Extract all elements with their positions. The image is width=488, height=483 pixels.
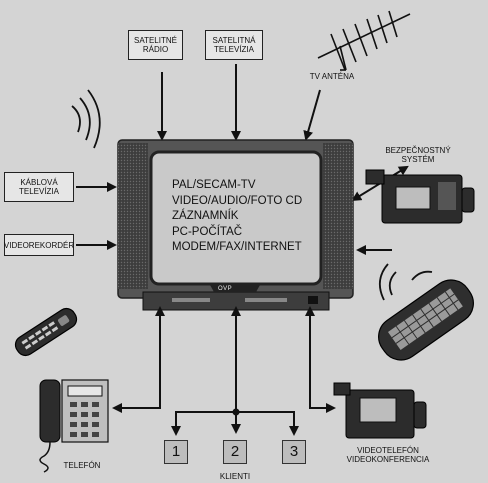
tv-base (142, 291, 330, 311)
satellite-tv-box: SATELITNÁ TELEVÍZIA (205, 30, 263, 60)
tv-screen-text: PAL/SECAM-TV VIDEO/AUDIO/FOTO CD ZÁZNAMN… (172, 178, 302, 256)
videophone-line-2: VIDEOKONFERENCIA (346, 455, 430, 464)
client-1-box: 1 (164, 440, 188, 464)
screen-line-media: VIDEO/AUDIO/FOTO CD (172, 194, 303, 207)
video-camera-icon (333, 382, 427, 439)
videophone-line-1: VIDEOTELEFÓN (357, 446, 419, 455)
screen-line-modem: MODEM/FAX/INTERNET (172, 241, 302, 253)
cable-tv-box: KÁBLOVÁ TELEVÍZIA (4, 172, 74, 202)
clients-label: KLIENTI (219, 472, 251, 481)
client-3-box: 3 (282, 440, 306, 464)
video-recorder-label: VIDEOREKORDÉR (3, 240, 75, 250)
satellite-radio-line-2: RÁDIO (142, 45, 169, 54)
satellite-radio-line-1: SATELITNÉ (134, 36, 177, 45)
security-line-1: BEZPEČNOSTNÝ (385, 146, 451, 155)
security-camera-icon (365, 169, 475, 224)
satellite-tv-line-1: SATELITNÁ (212, 36, 256, 45)
telephone-icon (39, 379, 109, 473)
tv-screen (149, 150, 323, 286)
arrow-telephone (112, 306, 165, 413)
right-speaker (323, 143, 353, 289)
videophone-label: VIDEOTELEFÓN VIDEOKONFERENCIA (326, 446, 450, 464)
tv-brand-logo: OVP (218, 286, 233, 292)
connection-arrows-bottom (112, 306, 336, 436)
cable-tv-line-1: KÁBLOVÁ (20, 178, 58, 187)
tv-antenna-label: TV ANTÉNA (309, 72, 355, 81)
satellite-tv-line-2: TELEVÍZIA (213, 45, 254, 54)
screen-line-tv: PAL/SECAM-TV (172, 179, 256, 191)
screen-line-pc: PC-POČÍTAČ (172, 225, 243, 238)
cable-tv-line-2: TELEVÍZIA (18, 187, 59, 196)
arrow-tv-antenna (303, 89, 321, 141)
security-line-2: SYSTÉM (401, 155, 435, 164)
security-system-label: BEZPEČNOSTNÝ SYSTÉM (378, 146, 458, 164)
telephone-label: TELEFÓN (63, 461, 101, 470)
video-recorder-box: VIDEOREKORDÉR (4, 234, 74, 256)
keyboard-icon (378, 263, 474, 361)
arrow-videophone (305, 306, 336, 413)
client-2-box: 2 (223, 440, 247, 464)
satellite-radio-box: SATELITNÉ RÁDIO (128, 30, 183, 60)
antenna-icon (317, 10, 411, 71)
left-speaker (118, 143, 148, 289)
screen-line-recorder: ZÁZNAMNÍK (172, 210, 239, 222)
tv-set (117, 139, 354, 311)
remote-control-icon (14, 89, 101, 357)
